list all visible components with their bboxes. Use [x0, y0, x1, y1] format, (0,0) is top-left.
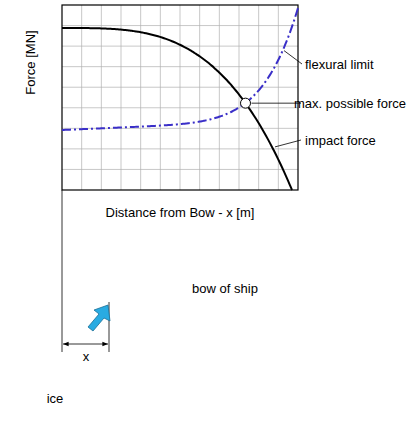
curve-label: flexural limit [305, 57, 374, 72]
chart-frame [62, 5, 298, 190]
node-outline-path [62, 218, 396, 366]
grid-line [160, 5, 161, 190]
grid-line [121, 5, 122, 190]
node-outline [0, 286, 132, 430]
grid-line [62, 107, 298, 108]
grid-line [62, 169, 298, 170]
grid-line [62, 66, 298, 67]
leader-line [275, 140, 301, 147]
node-label: bow of ship [192, 281, 258, 296]
ship-bow: bow of ship [60, 212, 405, 372]
leader-line [252, 103, 302, 104]
grid-line [180, 5, 181, 190]
grid-line [219, 5, 220, 190]
node-label: ice [47, 391, 64, 406]
intersection-point [241, 98, 251, 108]
dimension-line [63, 344, 108, 345]
grid-line [199, 5, 200, 190]
dimension-label: x [83, 349, 90, 364]
impact-force-curve [62, 28, 292, 190]
node-outline-path [2, 292, 123, 426]
grid-line [239, 5, 240, 190]
curve-label: max. possible force [294, 96, 406, 111]
curve-label: impact force [305, 133, 376, 148]
grid-line [62, 25, 298, 26]
grid-line [81, 5, 82, 190]
impact-arrow [88, 305, 110, 331]
chart-grid [62, 5, 298, 190]
grid-line [62, 148, 298, 149]
axis-title: Force [MN] [23, 30, 38, 94]
flexural-limit-curve [62, 8, 298, 130]
grid-line [101, 5, 102, 190]
axis-title: Distance from Bow - x [m] [106, 205, 255, 220]
reference-line [62, 190, 63, 352]
leader-line [284, 51, 302, 64]
grid-line [258, 5, 259, 190]
chart-curves [62, 8, 302, 190]
ice-floe: ice [0, 286, 132, 430]
